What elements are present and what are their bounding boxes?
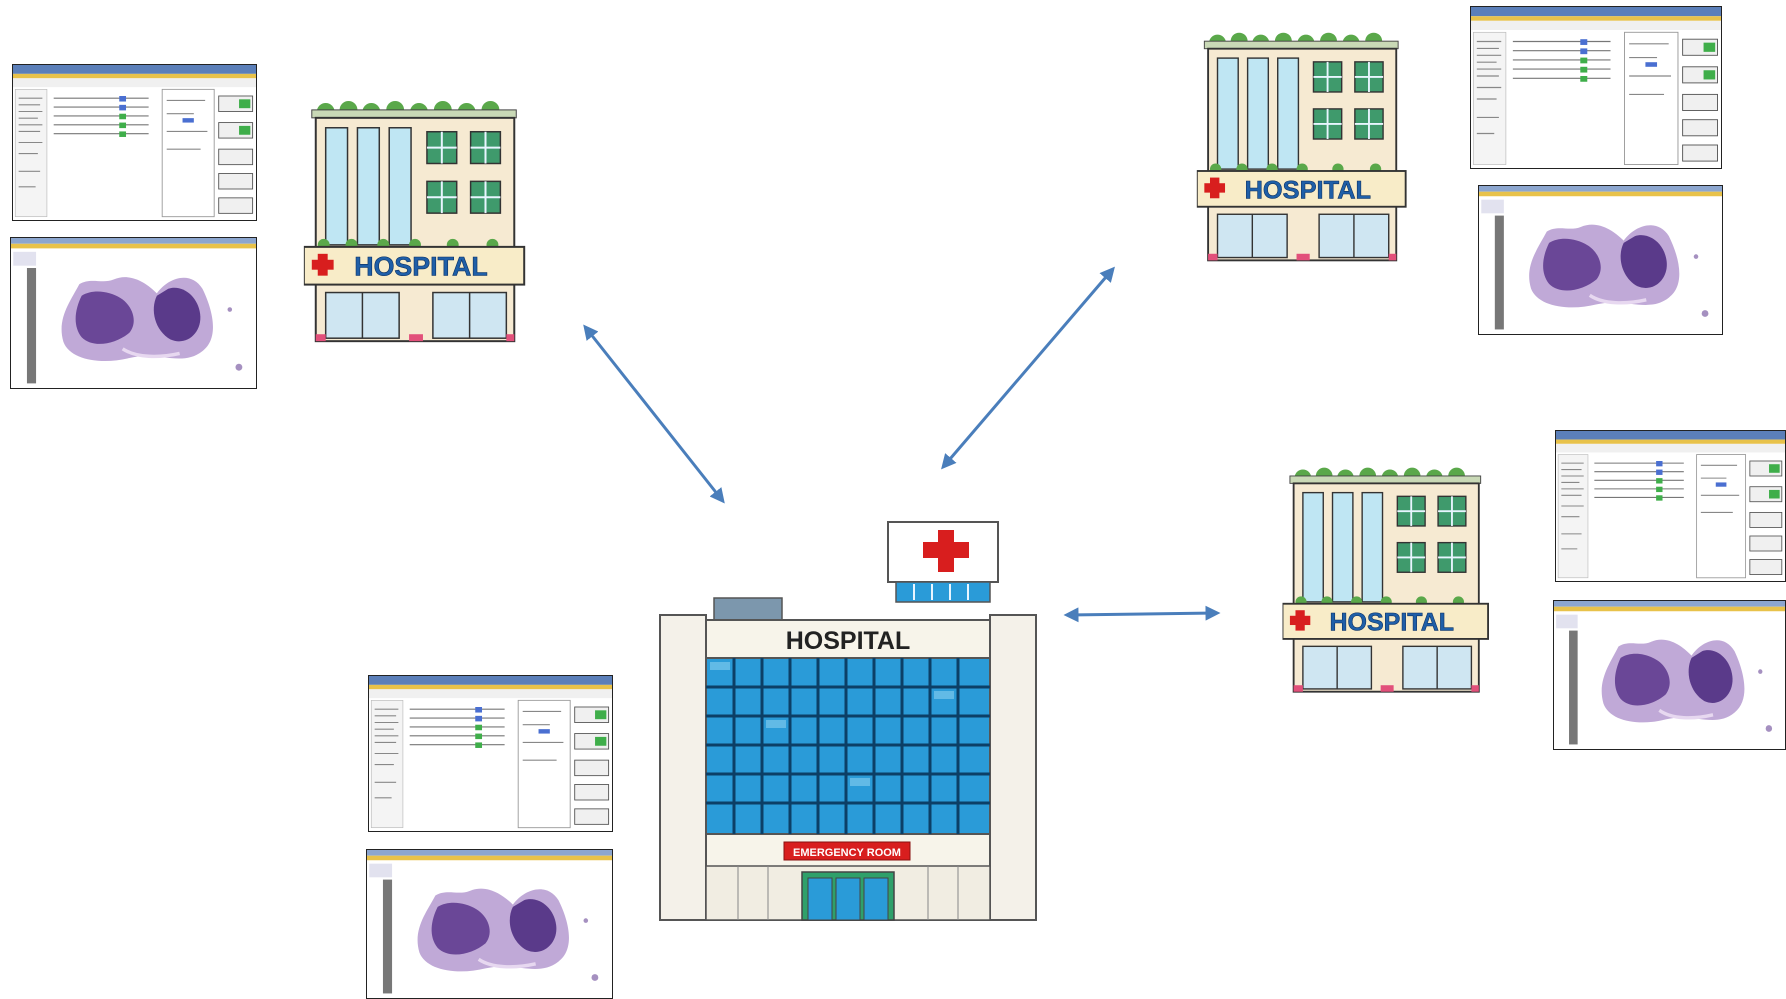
- red-cross-icon: [923, 530, 969, 572]
- arrow-central-to-mid-right: [1063, 605, 1221, 623]
- pathology-slide-mid-right: [1553, 600, 1786, 750]
- central-hospital-sign: HOSPITAL: [786, 627, 911, 655]
- central-hospital: HOSPITAL EMERGENCY ROOM: [658, 520, 1038, 922]
- hospital-sign-text: HOSPITAL: [1330, 609, 1455, 637]
- emergency-room-sign: EMERGENCY ROOM: [793, 847, 901, 859]
- pathology-slide-top-right: [1478, 185, 1723, 335]
- hospital-top-left: HOSPITAL: [290, 96, 546, 364]
- arrow-central-to-top-left: [583, 324, 725, 504]
- software-screenshot-top-left: [12, 64, 257, 221]
- software-screenshot-central: [368, 675, 613, 832]
- hospital-mid-right: HOSPITAL: [1250, 463, 1528, 713]
- hospital-top-right: HOSPITAL: [1165, 28, 1445, 282]
- arrow-central-to-top-right: [941, 266, 1115, 470]
- hospital-sign-text: HOSPITAL: [354, 252, 488, 282]
- pathology-slide-top-left: [10, 237, 257, 389]
- software-screenshot-top-right: [1470, 6, 1722, 169]
- pathology-slide-central: [366, 849, 613, 999]
- software-screenshot-mid-right: [1555, 430, 1786, 582]
- hospital-sign-text: HOSPITAL: [1245, 176, 1371, 204]
